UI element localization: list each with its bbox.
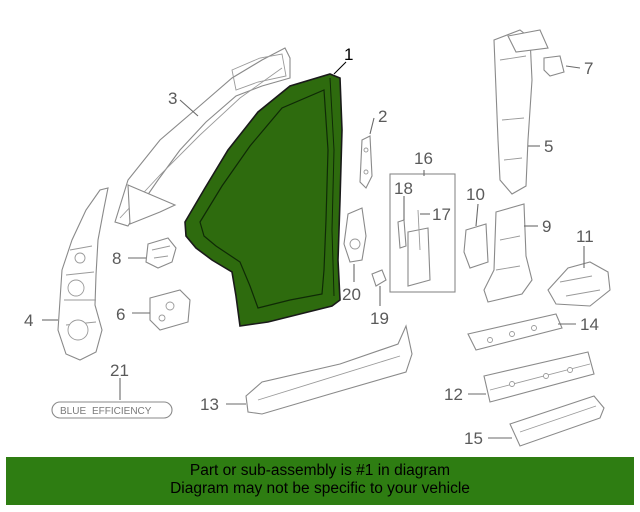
- callout-3: 3: [168, 89, 177, 108]
- callout-17: 17: [432, 205, 451, 224]
- parts-diagram: BLUE EFFICIENCY 1 2 3 4 5 6 7 8 9: [24, 29, 611, 448]
- part-16-group[interactable]: [389, 173, 456, 293]
- part-21-badge[interactable]: BLUE EFFICIENCY: [51, 401, 173, 419]
- part-1-door-frame[interactable]: [184, 73, 343, 327]
- callout-20: 20: [342, 285, 361, 304]
- part-2-hinge-bracket[interactable]: [359, 135, 373, 189]
- callout-16: 16: [414, 149, 433, 168]
- callout-11: 11: [576, 227, 594, 246]
- callout-7: 7: [584, 59, 593, 78]
- callout-15: 15: [464, 429, 483, 448]
- callout-6: 6: [116, 305, 125, 324]
- part-20-mount[interactable]: [343, 207, 367, 263]
- banner-line-2: Diagram may not be specific to your vehi…: [170, 480, 470, 497]
- part-15-sill-lower[interactable]: [509, 395, 605, 447]
- part-11-bracket-assembly[interactable]: [547, 261, 611, 307]
- callout-14: 14: [580, 315, 599, 334]
- part-5-b-pillar[interactable]: [493, 29, 549, 195]
- callout-4: 4: [24, 311, 33, 330]
- callout-9: 9: [542, 217, 551, 236]
- callout-13: 13: [200, 395, 219, 414]
- callout-2: 2: [378, 107, 387, 126]
- part-14-sill-reinforcement[interactable]: [467, 313, 563, 351]
- part-10-bracket[interactable]: [463, 223, 489, 269]
- callout-5: 5: [544, 137, 553, 156]
- part-4-front-inner-panel[interactable]: [57, 187, 109, 361]
- callout-numbers: 1 2 3 4 5 6 7 8 9 10 11 12 13 14 15 16 1…: [24, 45, 599, 448]
- part-3-a-pillar-upper[interactable]: [114, 47, 291, 227]
- badge-text-right: EFFICIENCY: [92, 406, 152, 417]
- part-8-bracket[interactable]: [145, 237, 177, 269]
- leader-lines: [42, 61, 585, 439]
- callout-1: 1: [344, 45, 353, 64]
- banner-line-1: Part or sub-assembly is #1 in diagram: [189, 462, 451, 479]
- callout-10: 10: [466, 185, 485, 204]
- part-7-clip[interactable]: [543, 55, 565, 77]
- info-banner: Part or sub-assembly is #1 in diagram Di…: [6, 457, 634, 505]
- callout-21: 21: [110, 361, 129, 380]
- part-12-sill-inner[interactable]: [483, 351, 595, 403]
- badge-text-left: BLUE: [60, 406, 86, 417]
- part-9-pillar-trim[interactable]: [483, 203, 533, 303]
- callout-8: 8: [112, 249, 121, 268]
- callout-19: 19: [370, 309, 389, 328]
- part-6-plate[interactable]: [149, 289, 191, 331]
- callout-12: 12: [444, 385, 463, 404]
- part-13-rocker-panel[interactable]: [245, 324, 413, 415]
- part-19-fastener[interactable]: [371, 269, 387, 287]
- callout-18: 18: [394, 179, 413, 198]
